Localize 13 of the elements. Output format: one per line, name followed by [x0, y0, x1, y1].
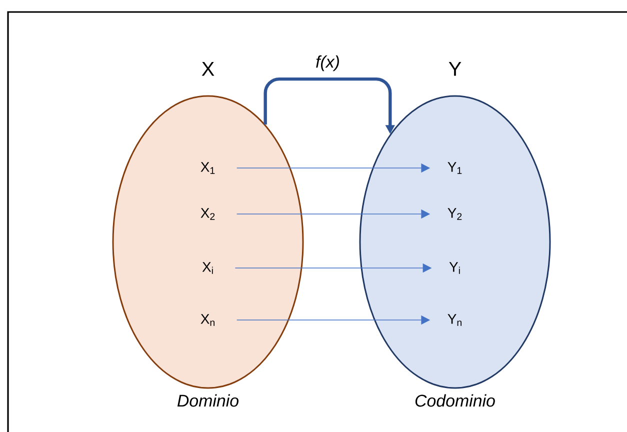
node-label: X: [202, 62, 214, 76]
element-label: Y$_{i}$: [449, 262, 460, 274]
edge-label: f(x): [316, 55, 339, 72]
element-label: Y$_{n}$: [448, 314, 462, 326]
element-label: Y$_{2}$: [448, 208, 462, 220]
element-label: X$_{i}$: [202, 262, 213, 274]
node-label: Dominio: [177, 394, 239, 407]
node-label: Codominio: [415, 394, 495, 407]
element-label: X$_{n}$: [200, 314, 214, 326]
element-label: Y$_{1}$: [448, 162, 462, 174]
element-label: X$_{1}$: [200, 162, 215, 174]
node-label: Y: [448, 62, 462, 76]
element-label: X$_{2}$: [200, 208, 215, 220]
